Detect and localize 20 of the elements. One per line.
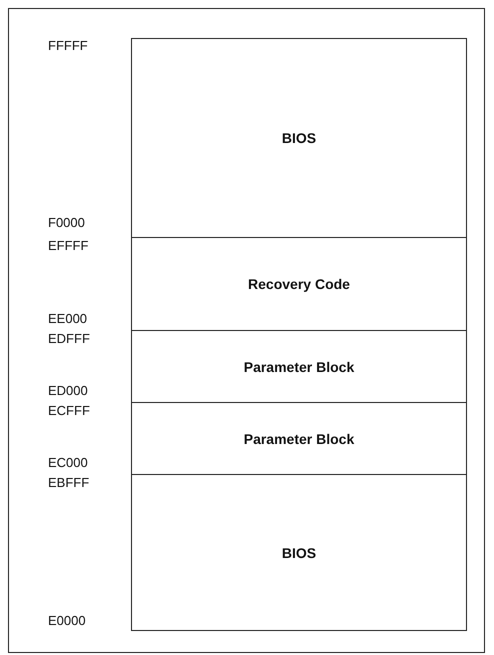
- address-label: EDFFF: [48, 331, 90, 346]
- memory-region-box: [131, 237, 467, 331]
- address-label: F0000: [48, 215, 85, 230]
- region-label: Parameter Block: [244, 430, 354, 446]
- address-label: ED000: [48, 383, 88, 398]
- memory-region-box: [131, 402, 467, 475]
- memory-region-box: [131, 330, 467, 403]
- address-label: FFFFF: [48, 38, 88, 53]
- address-label: ECFFF: [48, 403, 90, 418]
- memory-region-box: [131, 474, 467, 631]
- region-label: Parameter Block: [244, 358, 354, 374]
- memory-region-box: [131, 38, 467, 238]
- address-label: EC000: [48, 455, 88, 470]
- address-label: EE000: [48, 311, 88, 326]
- region-label: Recovery Code: [248, 276, 350, 292]
- region-label: BIOS: [282, 130, 316, 146]
- address-label: E0000: [48, 613, 86, 628]
- address-label: EBFFF: [48, 475, 90, 490]
- region-label: BIOS: [282, 544, 316, 560]
- address-label: EFFFF: [48, 238, 88, 253]
